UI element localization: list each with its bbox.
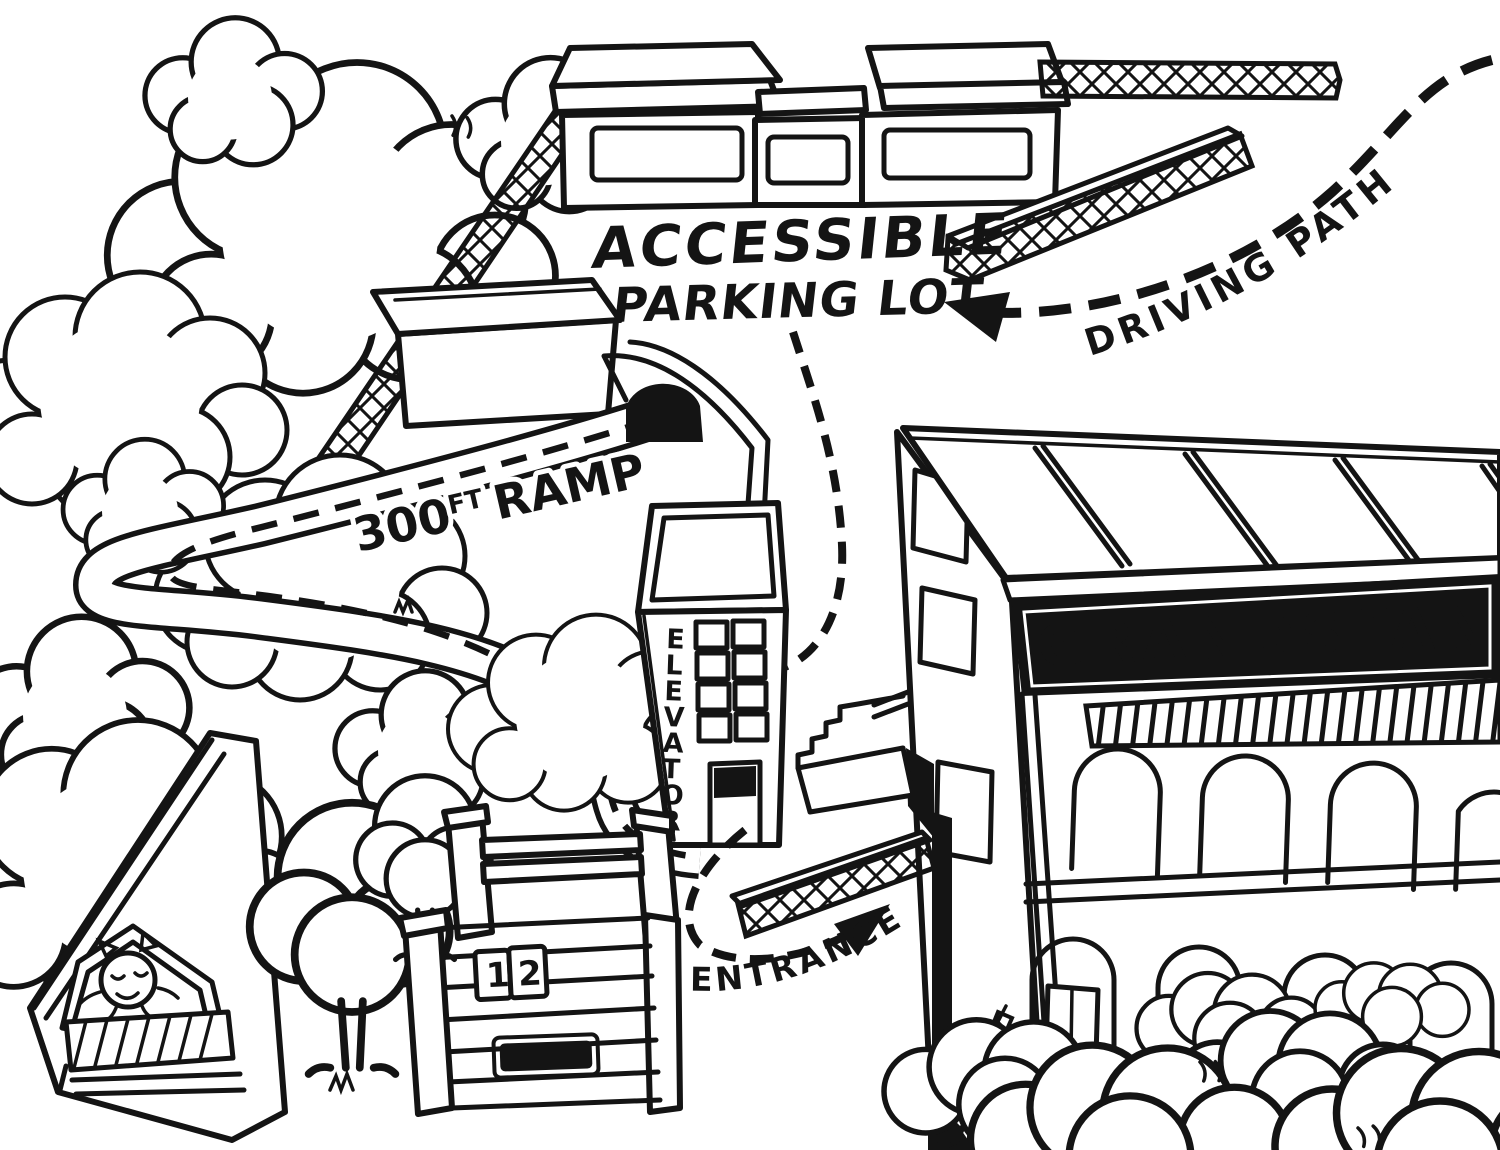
gate-number-plates: 1 2	[472, 943, 550, 1003]
entrance-fence	[729, 829, 938, 940]
entrance-arrowhead	[834, 904, 890, 956]
numbered-gate: 1 2	[397, 803, 683, 1117]
side-booth	[370, 277, 623, 429]
parking-label-line2: PARKING LOT	[609, 269, 986, 334]
grandstand-building: GRANDSTAND	[894, 425, 1500, 1150]
driving-path-dashed-line	[981, 55, 1494, 318]
elevator-windows	[693, 618, 770, 744]
booth-counter-stripes	[72, 1012, 214, 1070]
top-right-fence	[1037, 59, 1343, 101]
roof-seams	[1032, 443, 1500, 581]
stairs-to-grandstand	[795, 689, 934, 838]
mascot-booth	[27, 730, 288, 1143]
accessible-parking-label: ACCESSIBLE PARKING LOT	[589, 201, 1014, 334]
mascot-face	[76, 929, 180, 1024]
walkway-tunnel	[601, 339, 771, 563]
parking-booths	[549, 41, 1071, 211]
diagonal-fence	[943, 125, 1256, 283]
driving-path-arrowhead	[944, 292, 1010, 342]
gate-number-2: 2	[517, 953, 543, 994]
ramp-route-dashed-line	[166, 416, 691, 860]
parking-to-elevator-route	[780, 330, 847, 672]
gate-number-1: 1	[485, 955, 511, 996]
gate-slats	[429, 915, 663, 1111]
parking-label-line1: ACCESSIBLE	[589, 201, 1014, 282]
upper-arcade	[1069, 746, 1500, 892]
elevator-tower: ELEVATOR	[635, 500, 789, 848]
